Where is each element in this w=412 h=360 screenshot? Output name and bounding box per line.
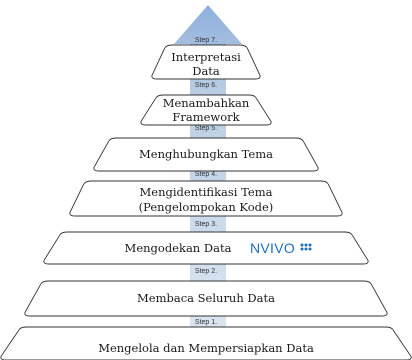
pyramid-level-4: Step 4. Mengidentifikasi Tema(Pengelompok…	[69, 171, 343, 217]
nvivo-logo-dot	[300, 243, 304, 247]
level-label-line: Menambahkan	[163, 96, 250, 110]
level-shape	[69, 180, 343, 217]
pyramid-level-5: Step 5. Menghubungkan Tema	[93, 125, 319, 172]
level-shape	[24, 280, 388, 317]
step-label: Step 6.	[195, 82, 217, 89]
level-shape	[43, 231, 369, 265]
pyramid-level-3: Step 3. Mengodekan Data NVIVO	[43, 221, 369, 265]
level-shape	[0, 326, 412, 360]
nvivo-logo-text: NVIVO	[250, 240, 295, 256]
level-shape	[151, 44, 261, 80]
pyramid-level-1: Step 1. Mengelola dan Mempersiapkan Data	[0, 319, 412, 360]
pyramid-levels: Step 1.Mengelola dan Mempersiapkan DataS…	[0, 37, 412, 360]
level-label-line: Framework	[172, 110, 240, 124]
step-label: Step 4.	[195, 171, 217, 178]
level-label-line: Data	[192, 64, 220, 78]
level-label-line: Membaca Seluruh Data	[137, 291, 275, 305]
step-label: Step 5.	[195, 125, 217, 132]
nvivo-logo-dot	[308, 247, 312, 251]
step-label: Step 2.	[195, 268, 217, 275]
step-label: Step 1.	[195, 319, 217, 326]
level-label-line: Interpretasi	[171, 50, 241, 64]
pyramid-level-2: Step 2. Membaca Seluruh Data	[24, 268, 388, 317]
nvivo-logo-dot	[308, 243, 312, 247]
level-label-line: Mengodekan Data	[125, 241, 232, 255]
step-label: Step 3.	[195, 221, 217, 228]
level-label-line: Menghubungkan Tema	[139, 147, 273, 161]
level-label-line: Mengelola dan Mempersiapkan Data	[98, 341, 314, 355]
nvivo-logo-dot	[300, 247, 304, 251]
nvivo-logo: NVIVO	[250, 240, 312, 256]
nvivo-logo-dot	[304, 243, 308, 247]
level-label-line: Mengidentifikasi Tema	[140, 185, 273, 199]
level-label-line: (Pengelompokan Kode)	[139, 200, 274, 214]
nvivo-logo-dot	[304, 247, 308, 251]
level-shape	[93, 137, 319, 172]
step-label: Step 7.	[195, 37, 217, 44]
level-shape	[140, 94, 272, 126]
